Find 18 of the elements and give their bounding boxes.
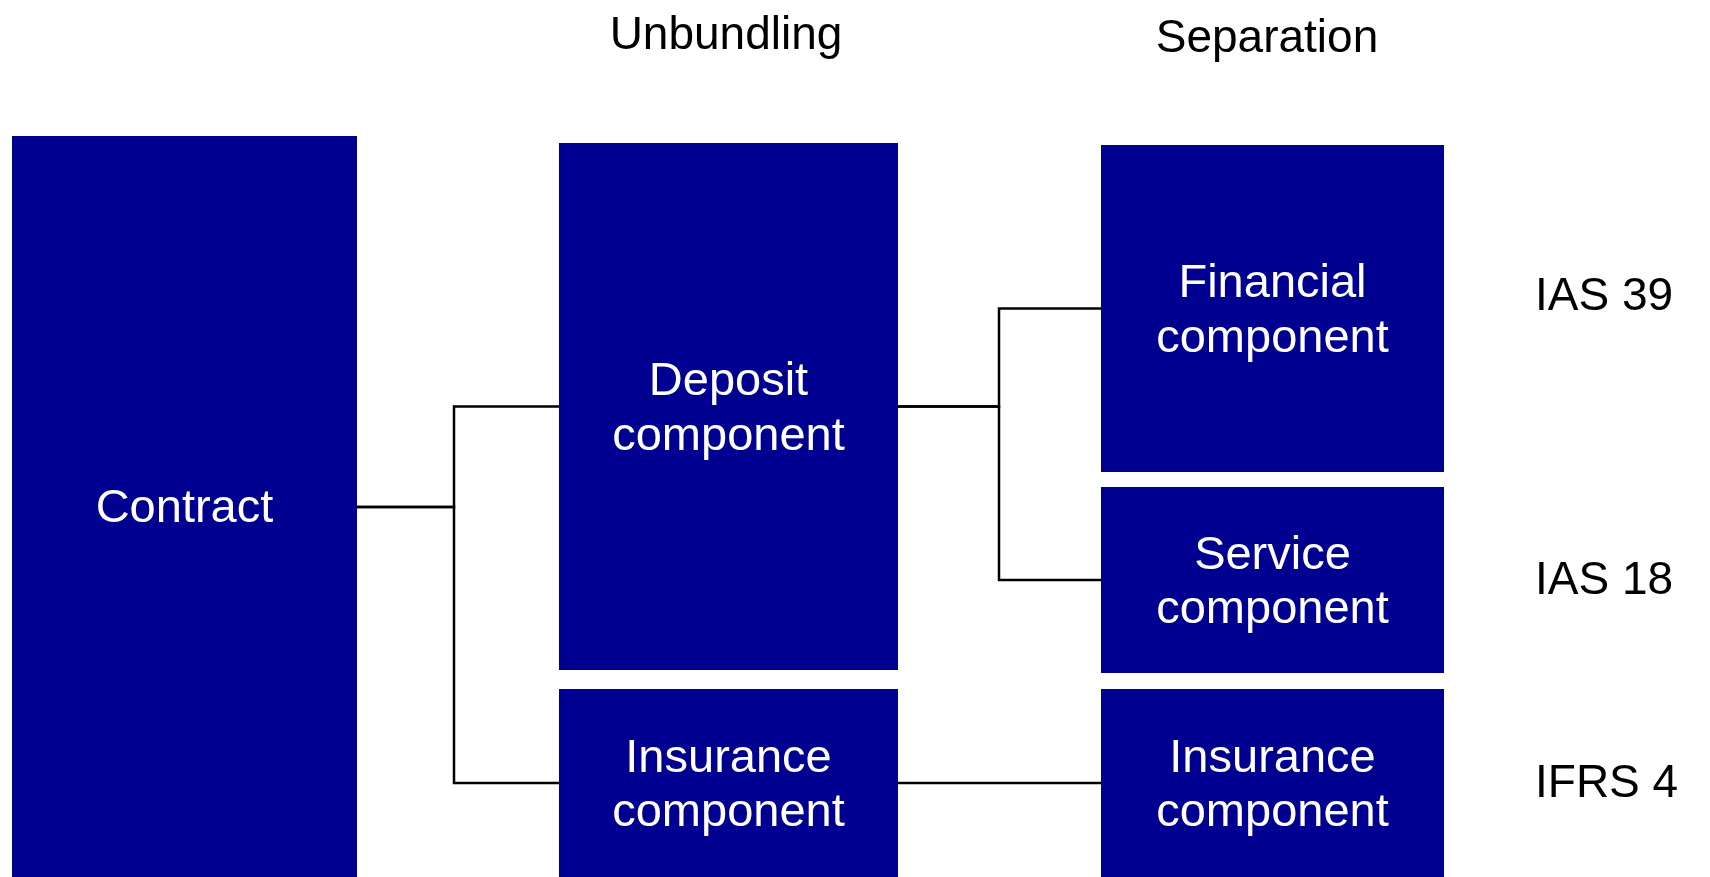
component-box: [12, 136, 357, 877]
connector-line: [357, 505, 559, 785]
box-label: Contract: [95, 479, 274, 534]
box-label: Deposit component: [611, 352, 846, 461]
standard-label: IFRS 4: [1535, 758, 1679, 804]
connector-line: [898, 405, 1101, 582]
component-box: [559, 143, 898, 670]
box-label: Insurance component: [1155, 728, 1390, 838]
component-box: [1101, 487, 1444, 673]
connector-line: [898, 781, 1101, 785]
standard-label: IAS 18: [1535, 555, 1674, 601]
box-label: Service component: [1155, 525, 1390, 635]
box-label: Insurance component: [611, 728, 846, 838]
component-box: [1101, 689, 1444, 877]
component-box: [1101, 145, 1444, 472]
box-label: Financial component: [1155, 254, 1390, 363]
component-box: [559, 689, 898, 877]
standard-label: IAS 39: [1535, 271, 1674, 317]
